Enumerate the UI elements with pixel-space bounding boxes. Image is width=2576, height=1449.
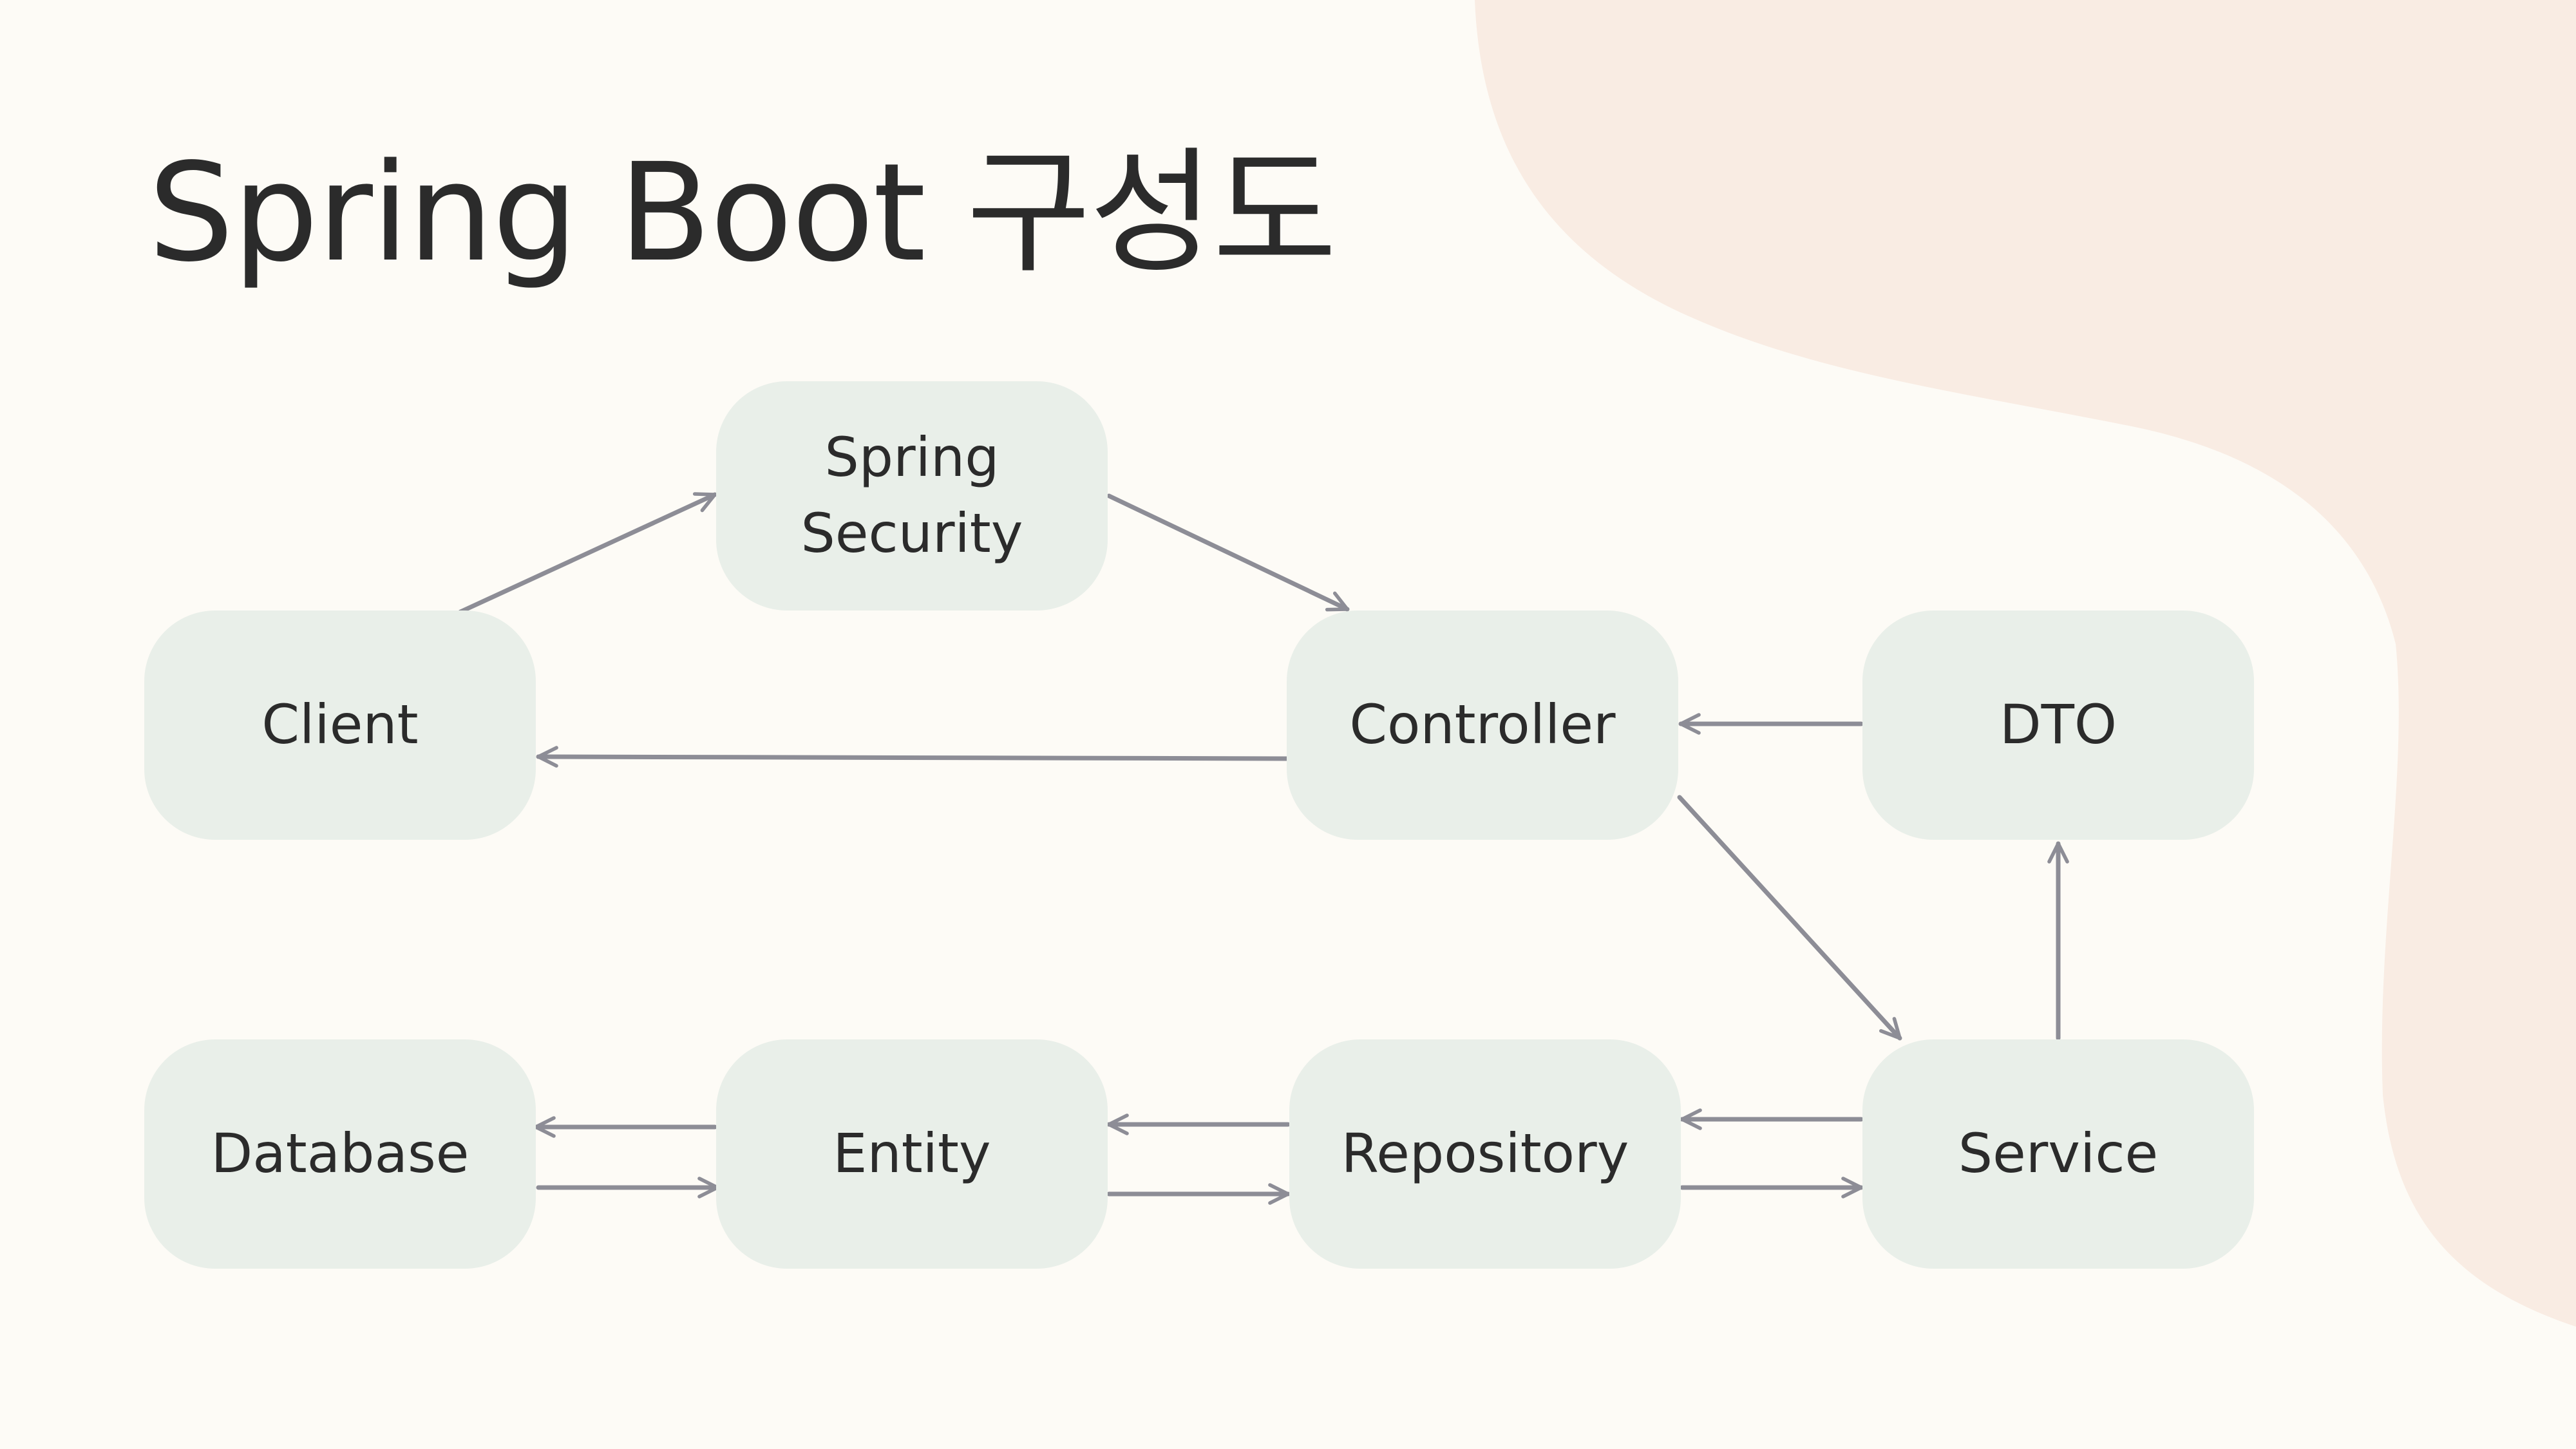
node-repository-label: Repository (1341, 1122, 1629, 1186)
node-dto-label: DTO (1999, 693, 2117, 757)
node-database-label: Database (211, 1122, 469, 1186)
page-title: Spring Boot 구성도 (148, 134, 1337, 292)
node-security-label-line1: Spring (824, 426, 999, 489)
arrow-security-to-controller (1106, 493, 1350, 612)
node-controller: Controller (1287, 611, 1678, 840)
node-entity: Entity (716, 1039, 1108, 1269)
node-dto: DTO (1862, 611, 2254, 840)
node-service-label: Service (1958, 1122, 2159, 1186)
node-client: Client (144, 611, 536, 840)
node-service: Service (1862, 1039, 2254, 1269)
arrow-controller-to-service (1677, 795, 1902, 1041)
node-security-label-line2: Security (800, 502, 1023, 565)
node-client-label: Client (261, 693, 419, 757)
node-controller-label: Controller (1349, 693, 1616, 757)
node-repository: Repository (1289, 1039, 1681, 1269)
node-entity-label: Entity (833, 1122, 991, 1186)
arrow-controller-to-client (536, 746, 1289, 768)
arrow-client-to-security (458, 492, 717, 614)
node-database: Database (144, 1039, 536, 1269)
node-spring-security: Spring Security (716, 381, 1108, 611)
